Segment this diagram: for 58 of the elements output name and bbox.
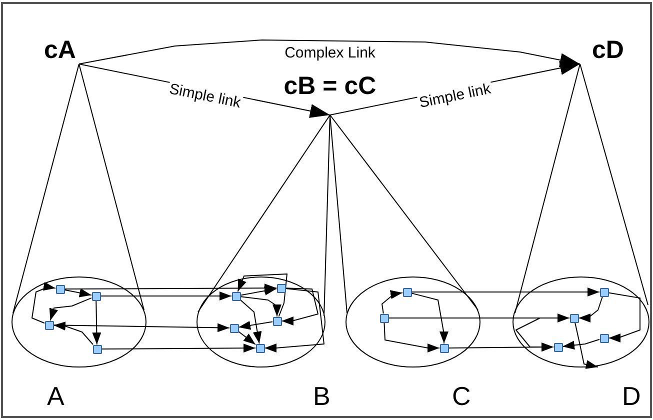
arrow bbox=[562, 338, 600, 350]
connector-line bbox=[198, 114, 330, 312]
arrow bbox=[384, 322, 440, 352]
node-square bbox=[276, 284, 286, 292]
node-square bbox=[56, 284, 64, 294]
arrow bbox=[240, 286, 277, 296]
cluster-label: D bbox=[622, 383, 641, 409]
node-square bbox=[570, 314, 578, 322]
connector-line bbox=[514, 64, 580, 314]
node-square bbox=[256, 344, 264, 352]
arrow bbox=[411, 292, 448, 344]
node-square bbox=[600, 334, 608, 342]
node-square bbox=[402, 288, 412, 296]
arrow bbox=[64, 284, 277, 293]
arrow bbox=[78, 40, 580, 67]
arrow bbox=[264, 288, 324, 352]
node-square bbox=[554, 342, 562, 352]
arrow bbox=[92, 300, 102, 345]
node-square bbox=[232, 292, 240, 300]
node-square bbox=[272, 316, 282, 326]
arrow bbox=[101, 344, 256, 353]
cluster-label: B bbox=[313, 383, 330, 409]
connector-line bbox=[330, 114, 478, 310]
arrow bbox=[240, 296, 282, 317]
edge-label: Complex Link bbox=[284, 46, 376, 60]
node-square bbox=[380, 314, 388, 322]
arrow bbox=[32, 282, 56, 324]
node-square bbox=[600, 288, 608, 296]
node-label: cD bbox=[592, 38, 624, 63]
node-square bbox=[440, 344, 448, 352]
connector-line bbox=[330, 114, 348, 314]
arrow bbox=[388, 314, 570, 322]
node-square bbox=[92, 344, 102, 354]
arrow bbox=[578, 296, 603, 322]
arrow bbox=[240, 300, 262, 344]
arrow bbox=[238, 331, 256, 345]
arrow bbox=[49, 297, 92, 321]
node-square bbox=[230, 324, 238, 332]
arrow bbox=[53, 322, 94, 345]
arrow bbox=[411, 288, 600, 296]
arrow bbox=[64, 288, 92, 298]
connector-line bbox=[78, 64, 144, 310]
node-square bbox=[92, 292, 100, 300]
arrow bbox=[53, 323, 230, 332]
arrow bbox=[281, 288, 318, 326]
node-label: cB = cC bbox=[284, 74, 376, 99]
node-square bbox=[44, 320, 54, 330]
cluster-label: C bbox=[452, 383, 471, 409]
arrow bbox=[100, 292, 232, 300]
node-label: cA bbox=[44, 38, 76, 63]
cluster-label: A bbox=[47, 383, 64, 409]
arrow bbox=[382, 290, 403, 314]
connector-line bbox=[12, 64, 80, 314]
arrow bbox=[237, 274, 288, 317]
arrow bbox=[574, 322, 598, 369]
connector-line bbox=[580, 64, 648, 306]
arrow bbox=[608, 292, 640, 342]
arrow bbox=[238, 320, 273, 330]
